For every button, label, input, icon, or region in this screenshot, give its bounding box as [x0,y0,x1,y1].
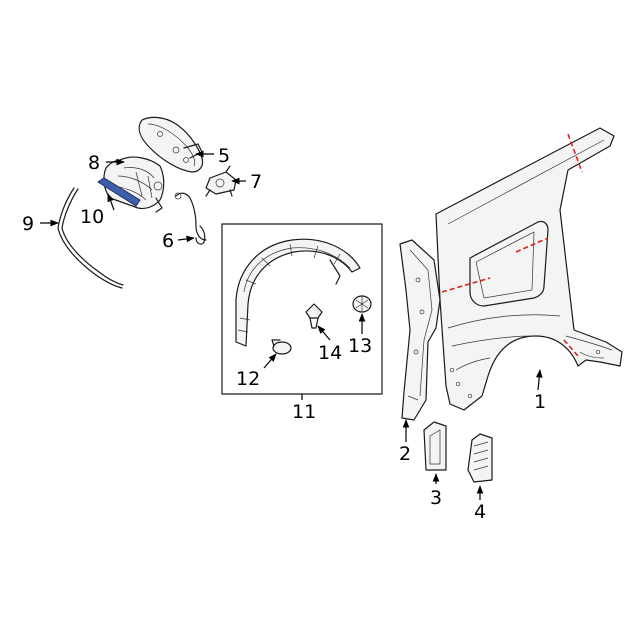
callout-12: 12 [236,368,260,390]
part-10-gasket-highlighted [97,177,141,207]
leader-lines [40,150,543,500]
part-13-grommet [352,295,372,313]
callout-3: 3 [430,487,442,509]
part-14-push-clip [305,303,323,329]
part-12-retainer [271,339,292,355]
part-3-bracket [423,421,447,471]
callout-4: 4 [474,501,486,523]
part-6-cable [174,192,207,245]
callout-6: 6 [162,230,174,252]
part-1-quarter-panel [435,127,623,411]
callout-11: 11 [292,401,316,423]
part-7-actuator [205,165,237,197]
callout-9: 9 [22,213,34,235]
part-2-inner-pillar [399,239,441,421]
callout-2: 2 [399,443,411,465]
callout-10: 10 [80,206,104,228]
callout-13: 13 [348,335,372,357]
part-4-vent [467,433,493,483]
callout-8: 8 [88,152,100,174]
callout-5: 5 [218,145,230,167]
callout-7: 7 [250,171,262,193]
callout-14: 14 [318,342,342,364]
cut-lines [441,133,583,357]
part-9-seal-strip [57,187,124,289]
part-11-wheelhouse-liner [235,238,361,347]
callout-labels: 1 2 3 4 5 6 7 8 9 10 11 12 13 14 [22,145,546,523]
part-5-fuel-door [138,116,204,173]
callout-1: 1 [534,391,546,413]
